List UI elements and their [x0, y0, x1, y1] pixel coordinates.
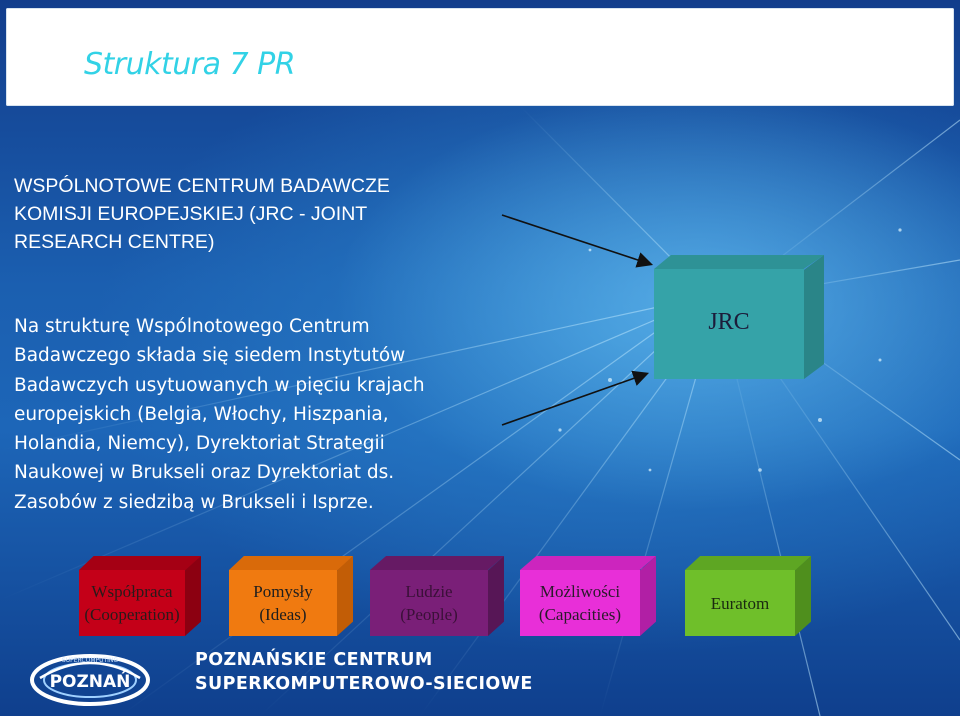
programme-name: Ludzie — [405, 582, 453, 601]
body-block: Na strukturę Wspólnotowego Centrum Badaw… — [14, 312, 534, 517]
programme-name-en: (Cooperation) — [84, 605, 180, 624]
heading-line: KOMISJI EUROPEJSKIEJ (JRC - JOINT — [14, 203, 368, 225]
slide-title: Struktura 7 PR — [84, 47, 296, 82]
programme-name: Euratom — [710, 593, 770, 613]
logo-arc-text: SUPERCOMPUTING — [62, 657, 119, 664]
jrc-label: JRC — [708, 309, 750, 335]
programme-name-en: (Ideas) — [259, 605, 307, 624]
body-line: Badawczego składa się siedem Instytutów — [14, 345, 406, 367]
heading-line: RESEARCH CENTRE) — [14, 231, 215, 253]
programme-name: Możliwości — [539, 582, 621, 601]
body-line: europejskich (Belgia, Włochy, Hiszpania, — [14, 403, 389, 425]
programme-name-en: (People) — [400, 605, 458, 624]
body-line: Zasobów z siedzibą w Brukseli i Isprze. — [14, 491, 374, 513]
heading-line: WSPÓLNOTOWE CENTRUM BADAWCZE — [14, 175, 390, 197]
programme-name-en: (Capacities) — [538, 605, 622, 624]
programme-name: Pomysły — [253, 582, 313, 601]
logo-word: POZNAŃ — [50, 670, 131, 692]
heading-block: WSPÓLNOTOWE CENTRUM BADAWCZE KOMISJI EUR… — [14, 172, 484, 256]
footer-line-2: SUPERKOMPUTEROWO-SIECIOWE — [195, 674, 533, 694]
pcss-logo-icon: POZNAŃ SUPERCOMPUTING — [30, 654, 150, 706]
programme-name: Współpraca — [91, 582, 173, 601]
body-line: Naukowej w Brukseli oraz Dyrektoriat ds. — [14, 462, 395, 484]
body-line: Na strukturę Wspólnotowego Centrum — [14, 316, 370, 337]
body-line: Holandia, Niemcy), Dyrektoriat Strategii — [14, 433, 385, 455]
body-line: Badawczych usytuowanych w pięciu krajach — [14, 374, 425, 396]
footer-line-1: POZNAŃSKIE CENTRUM — [195, 650, 433, 670]
title-band — [6, 8, 954, 106]
